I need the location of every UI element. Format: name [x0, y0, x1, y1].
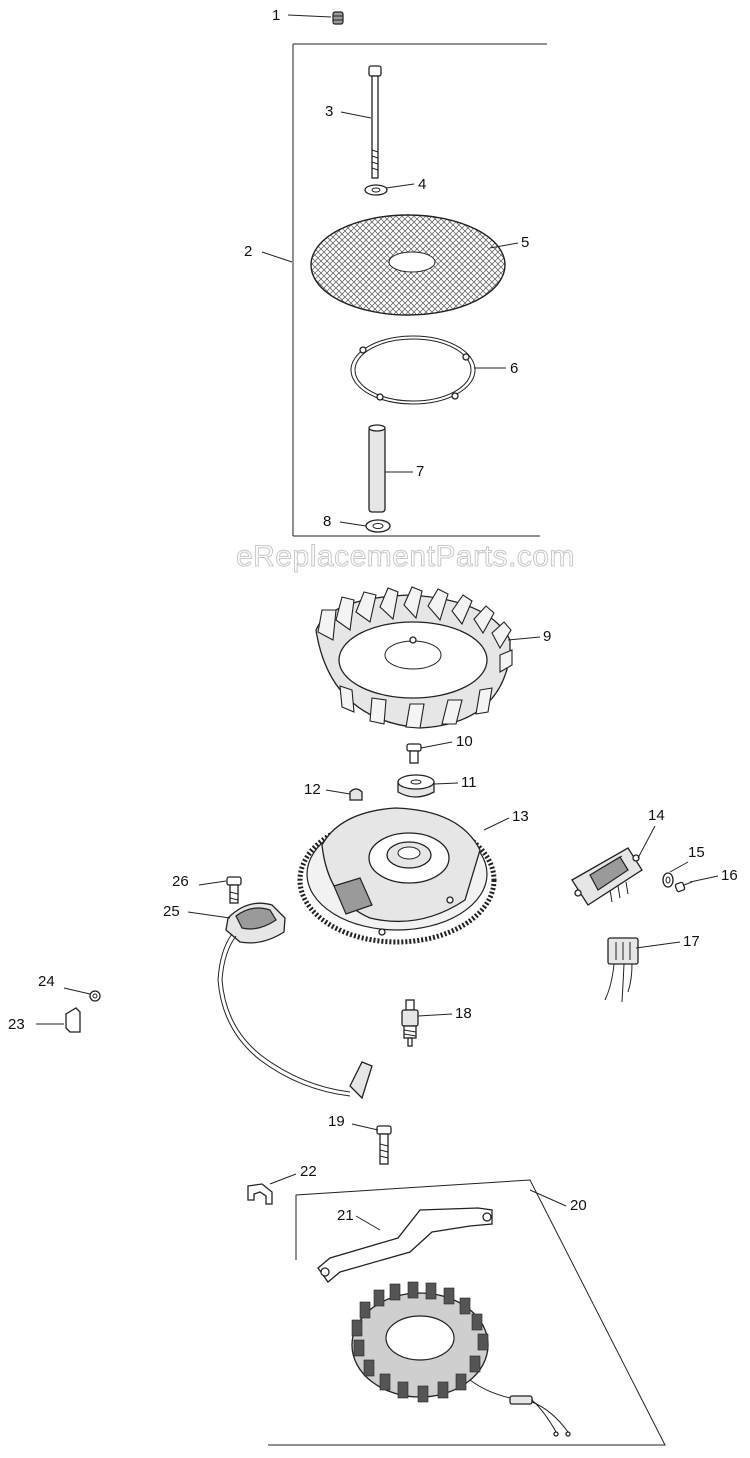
part-15-washer[interactable]	[662, 872, 674, 888]
callout-14: 14	[648, 807, 665, 824]
callout-23: 23	[8, 1016, 25, 1033]
part-22-clip[interactable]	[247, 1183, 273, 1205]
callout-17: 17	[683, 933, 700, 950]
callout-4: 4	[418, 176, 426, 193]
watermark-text: eReplacementParts.com	[236, 540, 575, 573]
callout-21: 21	[337, 1207, 354, 1224]
part-8-washer[interactable]	[365, 519, 391, 533]
callout-13: 13	[512, 808, 529, 825]
part-18-spark-plug[interactable]	[401, 999, 419, 1047]
part-11-spacer[interactable]	[397, 774, 435, 798]
callout-6: 6	[510, 360, 518, 377]
part-13-flywheel[interactable]	[297, 807, 497, 945]
callout-2: 2	[244, 243, 252, 260]
callout-3: 3	[325, 103, 333, 120]
callout-7: 7	[416, 463, 424, 480]
callout-9: 9	[543, 628, 551, 645]
bracket-assembly-2	[292, 43, 547, 537]
callout-5: 5	[521, 234, 529, 251]
part-6-retainer-ring[interactable]	[350, 335, 476, 405]
part-24-nut[interactable]	[89, 990, 101, 1002]
part-14-rectifier-regulator[interactable]	[571, 847, 643, 906]
part-20-stator[interactable]	[351, 1281, 571, 1437]
part-4-washer[interactable]	[364, 184, 388, 196]
part-12-key[interactable]	[349, 788, 363, 801]
leader-lines	[36, 14, 719, 1231]
part-9-fan[interactable]	[315, 586, 513, 729]
callout-26: 26	[172, 873, 189, 890]
callout-22: 22	[300, 1163, 317, 1180]
callout-19: 19	[328, 1113, 345, 1130]
callout-18: 18	[455, 1005, 472, 1022]
part-5-screen[interactable]	[310, 214, 506, 316]
part-16-screw[interactable]	[674, 881, 693, 893]
callout-24: 24	[38, 973, 55, 990]
part-25-ignition-module[interactable]	[217, 902, 373, 1100]
part-23-clip[interactable]	[65, 1007, 81, 1033]
callout-12: 12	[304, 781, 321, 798]
callout-10: 10	[456, 733, 473, 750]
part-7-tube[interactable]	[368, 424, 386, 513]
callout-25: 25	[163, 903, 180, 920]
part-17-connector[interactable]	[604, 937, 639, 1003]
part-19-bolt[interactable]	[376, 1125, 392, 1165]
callout-15: 15	[688, 844, 705, 861]
part-1-plug[interactable]	[332, 11, 344, 25]
part-26-screw[interactable]	[226, 876, 242, 904]
callout-11: 11	[461, 774, 477, 791]
bracket-assembly-20	[268, 1179, 666, 1446]
callout-8: 8	[323, 513, 331, 530]
part-3-bolt[interactable]	[368, 65, 382, 179]
callout-20: 20	[570, 1197, 587, 1214]
part-21-bracket[interactable]	[317, 1207, 493, 1283]
callout-1: 1	[272, 7, 280, 24]
callout-16: 16	[721, 867, 738, 884]
part-10-screw[interactable]	[406, 743, 422, 764]
